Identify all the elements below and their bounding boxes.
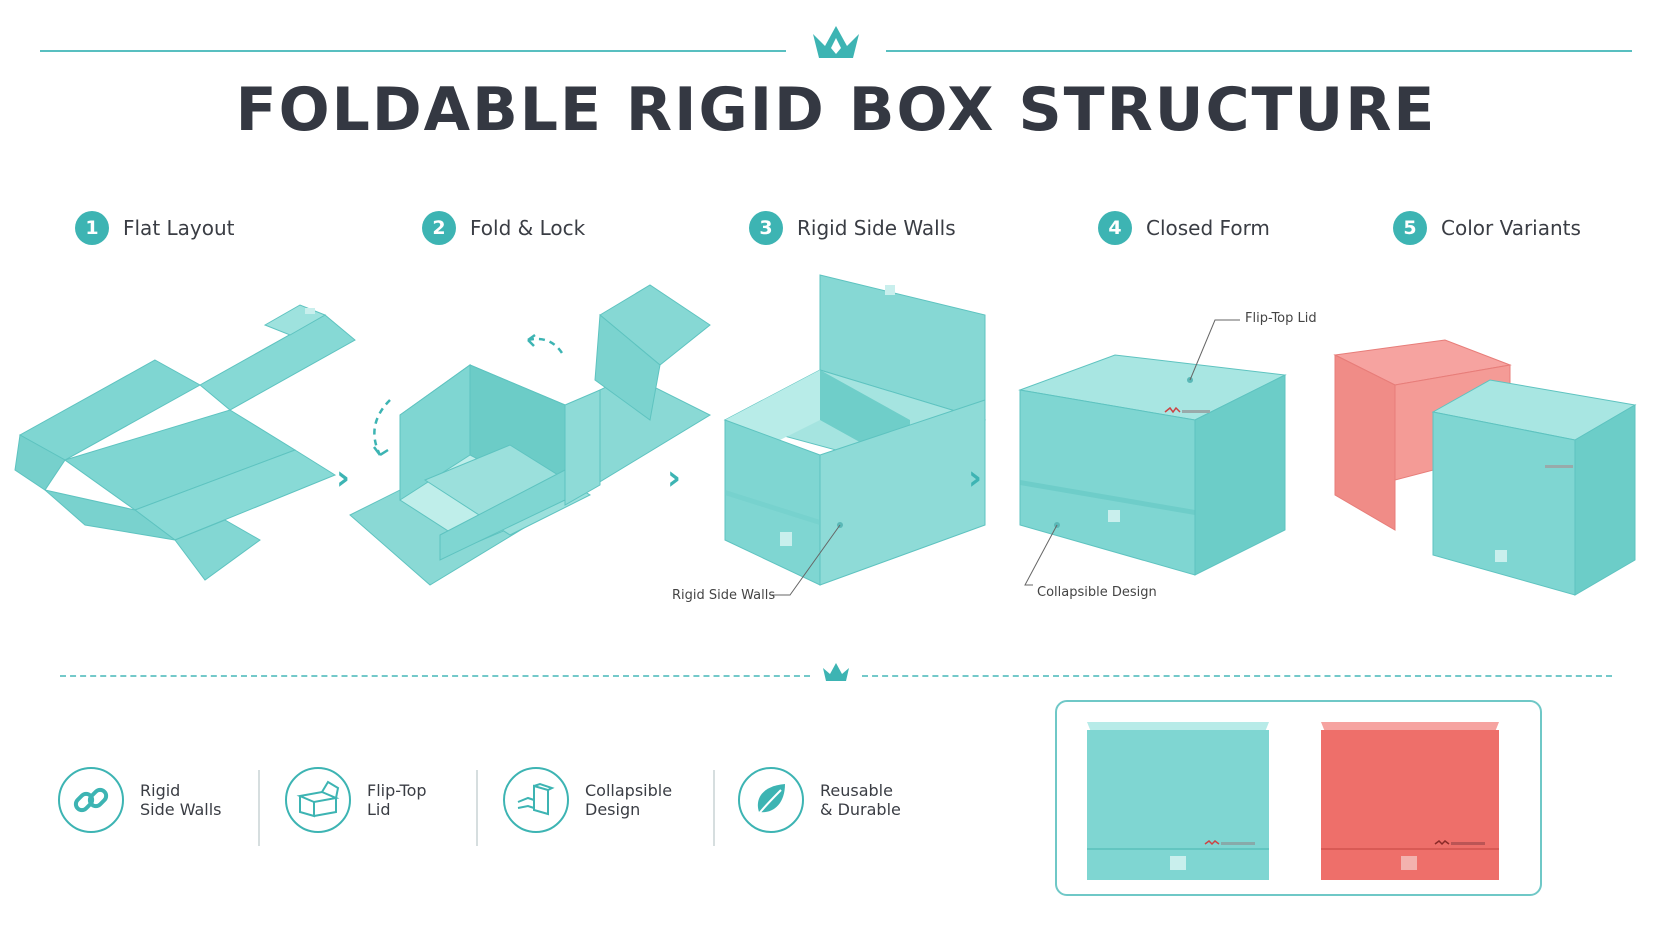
feature-label: Rigid Side Walls — [140, 781, 222, 819]
step-label: Color Variants — [1441, 216, 1581, 240]
step-color-variants: 5 Color Variants — [1393, 210, 1581, 246]
feature-rigid-side-walls: Rigid Side Walls — [58, 767, 250, 833]
leaf-icon — [738, 767, 804, 833]
rigid-walls-illustration — [723, 274, 987, 596]
flat-layout-illustration — [14, 304, 356, 581]
step-number: 1 — [75, 211, 109, 245]
color-variant-panel — [1055, 700, 1542, 896]
feature-divider — [258, 770, 260, 846]
feature-reusable-durable: Reusable & Durable — [738, 767, 930, 833]
crown-icon — [813, 26, 859, 58]
step-number: 5 — [1393, 211, 1427, 245]
chevron-right-icon: › — [968, 458, 983, 498]
callout-flip-top-lid: Flip-Top Lid — [1245, 311, 1317, 326]
step-label: Fold & Lock — [470, 216, 586, 240]
feature-divider — [476, 770, 478, 846]
step-number: 4 — [1098, 211, 1132, 245]
step-flat-layout: 1 Flat Layout — [75, 210, 235, 246]
fold-hand-icon — [503, 767, 569, 833]
step-fold-lock: 2 Fold & Lock — [422, 210, 585, 246]
header-rule-right — [886, 50, 1632, 52]
chevron-right-icon: › — [336, 458, 351, 498]
step-label: Closed Form — [1146, 216, 1270, 240]
feature-collapsible-design: Collapsible Design — [503, 767, 695, 833]
section-divider-left — [60, 675, 810, 677]
feature-label: Reusable & Durable — [820, 781, 901, 819]
teal-box-front — [1087, 722, 1269, 880]
callout-collapsible-design: Collapsible Design — [1037, 585, 1157, 600]
feature-label: Collapsible Design — [585, 781, 673, 819]
coral-box-front — [1321, 722, 1499, 880]
step-number: 2 — [422, 211, 456, 245]
fold-lock-illustration — [349, 284, 712, 586]
chevron-right-icon: › — [667, 458, 682, 498]
step-label: Rigid Side Walls — [797, 216, 956, 240]
callout-rigid-side-walls: Rigid Side Walls — [672, 588, 776, 603]
feature-label: Flip-Top Lid — [367, 781, 427, 819]
feature-flip-top-lid: Flip-Top Lid — [285, 767, 477, 833]
section-divider-right — [862, 675, 1612, 677]
open-box-icon — [285, 767, 351, 833]
step-number: 3 — [749, 211, 783, 245]
crown-icon — [823, 663, 849, 681]
step-label: Flat Layout — [123, 216, 235, 240]
step-closed-form: 4 Closed Form — [1098, 210, 1270, 246]
feature-divider — [713, 770, 715, 846]
step-rigid-side-walls: 3 Rigid Side Walls — [749, 210, 956, 246]
header-rule-left — [40, 50, 786, 52]
closed-form-illustration — [1018, 319, 1287, 586]
color-variants-illustration — [1333, 339, 1637, 596]
chain-link-icon — [58, 767, 124, 833]
page-title: FOLDABLE RIGID BOX STRUCTURE — [235, 75, 1437, 145]
